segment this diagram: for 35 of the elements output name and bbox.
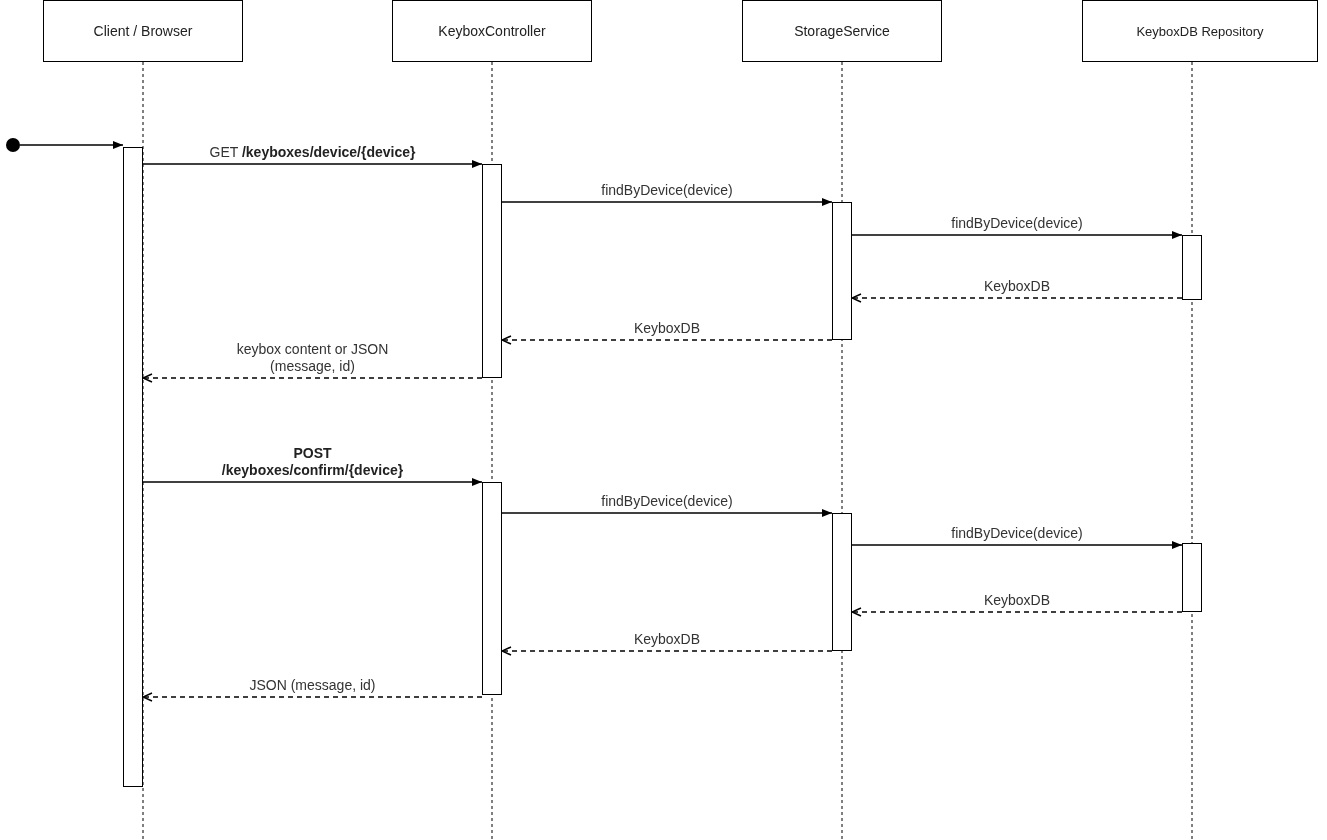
message-arrow [19, 141, 124, 149]
message-label: GET /keyboxes/device/{device} [207, 144, 418, 161]
return-arrow [501, 646, 833, 656]
activation-bar [832, 513, 852, 651]
participant-box [392, 0, 592, 62]
message-label: findByDevice(device) [949, 525, 1085, 542]
participant-box [1082, 0, 1318, 62]
return-arrow [501, 335, 833, 345]
activation-bar [1182, 235, 1202, 300]
message-arrow [851, 541, 1183, 549]
return-arrow [142, 373, 483, 383]
participant-name: Client / Browser [93, 23, 193, 39]
activation-bar [482, 164, 502, 378]
activation-bar [832, 202, 852, 340]
participant-box [742, 0, 942, 62]
participant-box [43, 0, 243, 62]
return-arrow [851, 607, 1183, 617]
message-label: JSON (message, id) [247, 677, 378, 694]
message-arrow [501, 198, 833, 206]
message-label: findByDevice(device) [949, 215, 1085, 232]
message-arrow [501, 509, 833, 517]
message-label: findByDevice(device) [599, 493, 735, 510]
message-arrow [142, 160, 483, 168]
start-dot [6, 138, 20, 152]
message-label: findByDevice(device) [599, 182, 735, 199]
message-arrow [142, 478, 483, 486]
activation-bar [123, 147, 143, 787]
activation-bar [482, 482, 502, 695]
participant-name: KeyboxDB Repository [1136, 23, 1264, 39]
participant-name: KeyboxController [438, 23, 546, 39]
activation-bar [1182, 543, 1202, 612]
message-arrow [851, 231, 1183, 239]
return-arrow [142, 692, 483, 702]
return-arrow [851, 293, 1183, 303]
participant-name: StorageService [794, 23, 890, 39]
